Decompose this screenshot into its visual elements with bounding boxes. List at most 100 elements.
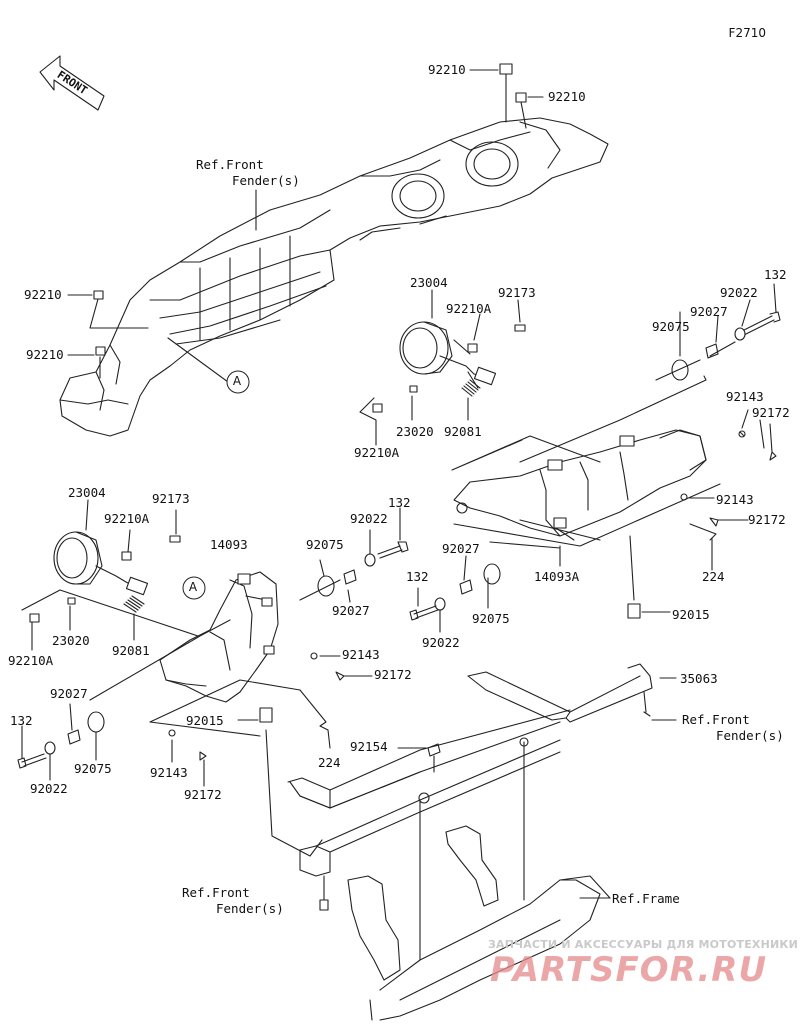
bolt-ref-fender-bot — [319, 899, 329, 911]
label-92173-right: 92173 — [498, 285, 536, 300]
label-92210a-right-b: 92210A — [354, 445, 400, 460]
label-92022-left: 92022 — [350, 511, 388, 526]
nut-92210-left2 — [95, 346, 106, 356]
label-92022-right: 92022 — [720, 285, 758, 300]
label-92022-left-b: 92022 — [30, 781, 68, 796]
grommet-92075-left-b — [87, 711, 105, 733]
label-92075-mid: 92075 — [472, 611, 510, 626]
clip-92173-right — [514, 324, 526, 332]
label-ref-front-fender-bot-2: Fender(s) — [216, 901, 284, 916]
label-ref-frame: Ref.Frame — [612, 891, 680, 906]
bolt-92015-left — [259, 707, 273, 723]
label-ref-front-fender-top-2: Fender(s) — [232, 173, 300, 188]
bracket-14093 — [159, 571, 279, 703]
grommet-23020-left — [67, 597, 76, 605]
label-92172-right-b: 92172 — [748, 512, 786, 527]
label-92081-left: 92081 — [112, 643, 150, 658]
washer-92022-left — [364, 553, 376, 567]
washer-92022-right — [734, 327, 746, 341]
callout-a-left — [182, 576, 206, 600]
label-92075-left-b: 92075 — [74, 761, 112, 776]
nut-92210-left1 — [93, 290, 104, 300]
label-132-mid: 132 — [406, 569, 429, 584]
label-92075-right: 92075 — [652, 319, 690, 334]
grommet-92075-left — [317, 575, 335, 597]
label-132-right: 132 — [764, 267, 787, 282]
washer-92022-left-b — [44, 741, 56, 755]
nut-92210-top2 — [515, 92, 527, 103]
label-92210-left2: 92210 — [26, 347, 64, 362]
label-92210a-right: 92210A — [446, 301, 492, 316]
label-23020-left: 23020 — [52, 633, 90, 648]
bolt-132-mid — [409, 605, 439, 621]
spring-92081-left — [123, 595, 145, 613]
washer-92143-left — [310, 652, 318, 660]
label-23020-right: 23020 — [396, 424, 434, 439]
label-224-left: 224 — [318, 755, 341, 770]
label-92027-mid: 92027 — [442, 541, 480, 556]
washer-92143-right — [739, 431, 745, 437]
label-92143-left-b: 92143 — [150, 765, 188, 780]
diagram-code: F2710 — [728, 26, 766, 40]
clip-92210a-left-b — [29, 613, 40, 623]
callout-a-top — [226, 370, 250, 394]
label-92210a-left: 92210A — [104, 511, 150, 526]
label-92143-right-b: 92143 — [716, 492, 754, 507]
label-132-left: 132 — [388, 495, 411, 510]
collar-92027-right — [705, 343, 719, 359]
label-92154: 92154 — [350, 739, 388, 754]
label-92210-top1: 92210 — [428, 62, 466, 77]
nut-92210-top1 — [499, 63, 513, 75]
collar-92027-left-b — [67, 729, 81, 745]
watermark-logo: PARTSFOR.RU — [490, 950, 768, 990]
watermark-tagline: ЗАПЧАСТИ И АКСЕССУАРЫ ДЛЯ МОТОТЕХНИКИ — [488, 938, 798, 951]
frame-lower — [347, 825, 611, 1021]
label-92172-left-b: 92172 — [184, 787, 222, 802]
bolt-92015-right — [627, 603, 641, 619]
label-92015-left: 92015 — [186, 713, 224, 728]
bolt-92154 — [427, 743, 441, 773]
label-92210-left1: 92210 — [24, 287, 62, 302]
label-92173-left: 92173 — [152, 491, 190, 506]
label-92210-top2: 92210 — [548, 89, 586, 104]
crossmember-35063 — [287, 663, 653, 961]
bracket-14093a — [453, 429, 707, 537]
label-14093: 14093 — [210, 537, 248, 552]
bolt-92172-left-b — [199, 751, 207, 761]
label-92027-left: 92027 — [332, 603, 370, 618]
bolt-132-left-b — [17, 753, 47, 769]
collar-92027-mid — [459, 579, 473, 595]
label-ref-front-fender-top-1: Ref.Front — [196, 157, 264, 172]
clip-92210a-right — [467, 343, 478, 353]
front-arrow-icon: FRONT — [39, 55, 105, 111]
label-92172-right: 92172 — [752, 405, 790, 420]
label-ref-front-fender-mid-1: Ref.Front — [682, 712, 750, 727]
label-ref-front-fender-mid-2: Fender(s) — [716, 728, 784, 743]
label-92210a-left-b: 92210A — [8, 653, 54, 668]
label-92143-right: 92143 — [726, 389, 764, 404]
spring-92081-right — [461, 379, 481, 397]
label-92027-left-b: 92027 — [50, 686, 88, 701]
label-224-right: 224 — [702, 569, 725, 584]
front-fender-upper — [59, 117, 609, 437]
grommet-92075-right — [671, 359, 689, 381]
bolt-132-left — [377, 541, 409, 559]
label-ref-front-fender-bot-1: Ref.Front — [182, 885, 250, 900]
label-92081-right: 92081 — [444, 424, 482, 439]
callout-a-label: A — [232, 374, 242, 388]
clip-92210a-right-b — [372, 403, 383, 413]
callout-a-label-left: A — [188, 580, 198, 594]
label-92143-left: 92143 — [342, 647, 380, 662]
headlight-left — [53, 531, 149, 596]
clip-92173-left — [169, 535, 181, 543]
bolt-132-right — [739, 311, 781, 337]
grommet-92075-mid — [483, 563, 501, 585]
label-14093a: 14093A — [534, 569, 580, 584]
washer-92143-left-b — [168, 729, 176, 737]
label-92075-left: 92075 — [306, 537, 344, 552]
clip-92210a-left — [121, 551, 132, 561]
grommet-23020-right — [409, 385, 418, 393]
collar-92027-left — [343, 569, 357, 585]
label-92022-mid: 92022 — [422, 635, 460, 650]
